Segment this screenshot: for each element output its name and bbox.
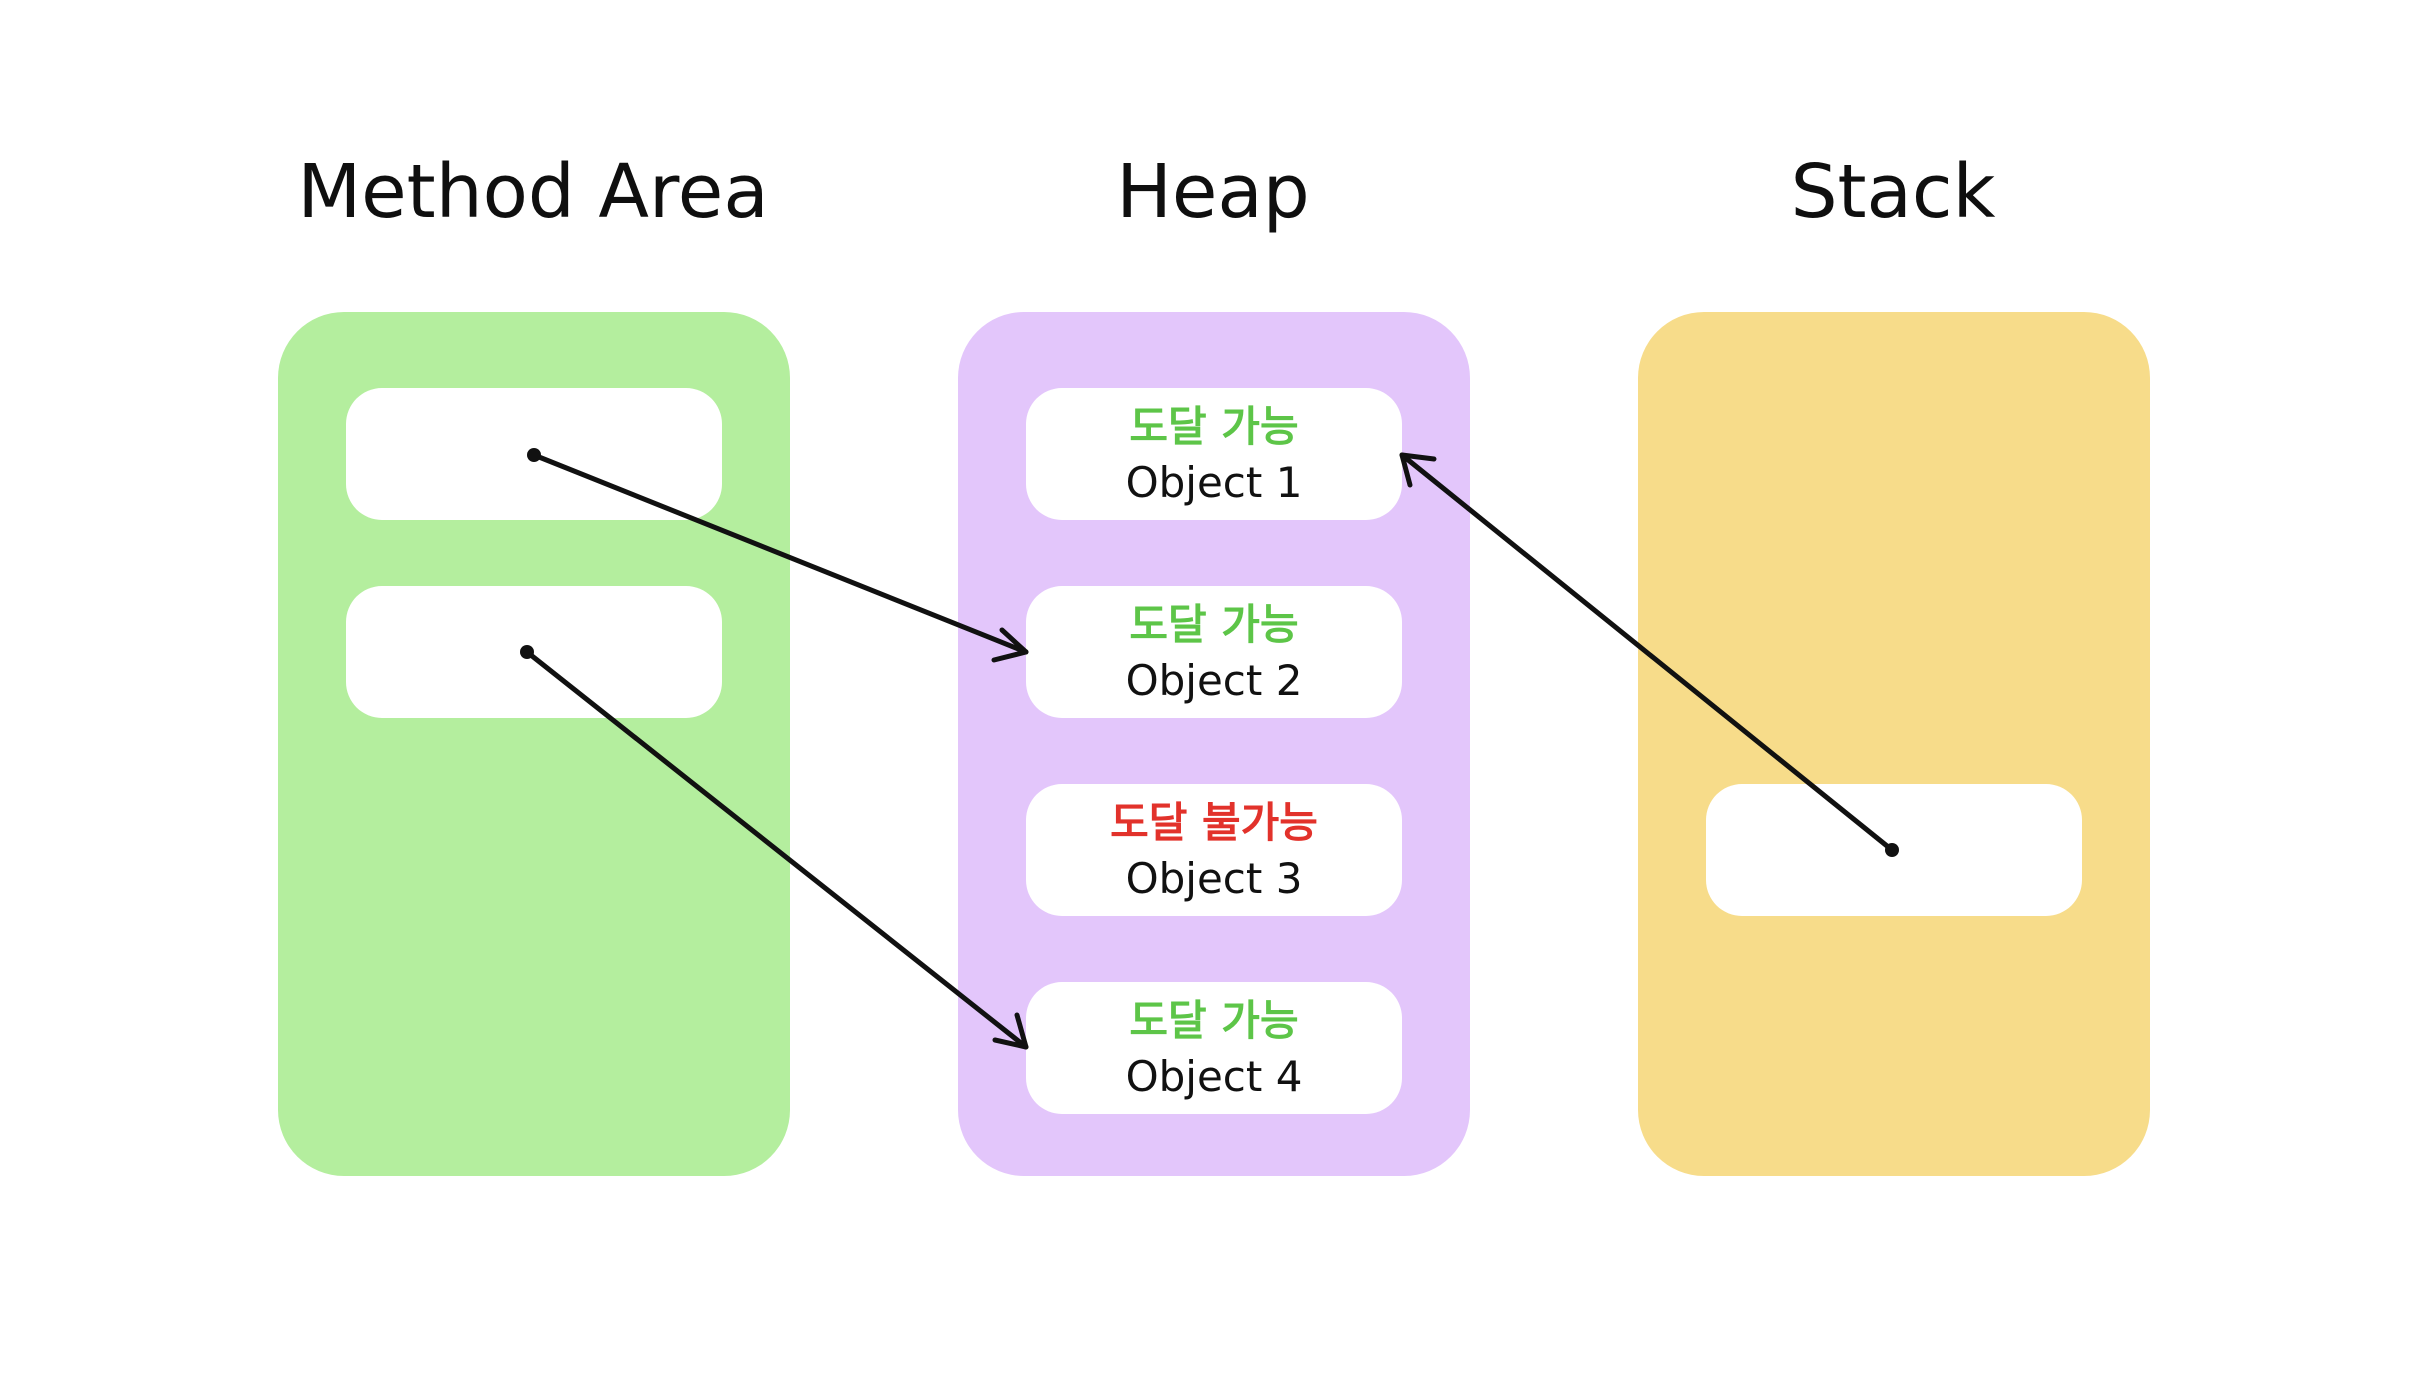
object-4-name: Object 4 bbox=[1125, 1052, 1303, 1101]
object-2-name: Object 2 bbox=[1125, 656, 1303, 705]
arrow-method-to-object-2 bbox=[531, 452, 1029, 655]
object-1-status: 도달 가능 bbox=[1129, 402, 1299, 451]
heap-object-3: 도달 불가능 Object 3 bbox=[1026, 784, 1402, 916]
arrow-method-to-object-4 bbox=[524, 649, 1029, 1050]
heap-object-1: 도달 가능 Object 1 bbox=[1026, 388, 1402, 520]
arrow-stack-to-object-1 bbox=[1399, 452, 1895, 853]
stack-panel bbox=[1638, 312, 2150, 1176]
arrowhead-object-2 bbox=[991, 627, 1029, 663]
reference-dot-method-2 bbox=[520, 645, 534, 659]
object-1-name: Object 1 bbox=[1125, 458, 1303, 507]
reference-dot-method-1 bbox=[527, 448, 541, 462]
heap-object-4: 도달 가능 Object 4 bbox=[1026, 982, 1402, 1114]
method-area-title: Method Area bbox=[297, 149, 769, 235]
object-2-status: 도달 가능 bbox=[1129, 600, 1299, 649]
heap-object-2: 도달 가능 Object 2 bbox=[1026, 586, 1402, 718]
object-3-name: Object 3 bbox=[1125, 854, 1303, 903]
arrowhead-object-1 bbox=[1399, 452, 1437, 488]
heap-panel: 도달 가능 Object 1 도달 가능 Object 2 도달 불가능 Obj… bbox=[958, 312, 1470, 1176]
reference-dot-stack-1 bbox=[1885, 843, 1899, 857]
object-4-status: 도달 가능 bbox=[1129, 996, 1299, 1045]
object-3-status: 도달 불가능 bbox=[1110, 798, 1318, 847]
heap-title: Heap bbox=[1116, 149, 1310, 235]
stack-title: Stack bbox=[1790, 149, 1996, 235]
arrowhead-object-4 bbox=[992, 1012, 1029, 1050]
